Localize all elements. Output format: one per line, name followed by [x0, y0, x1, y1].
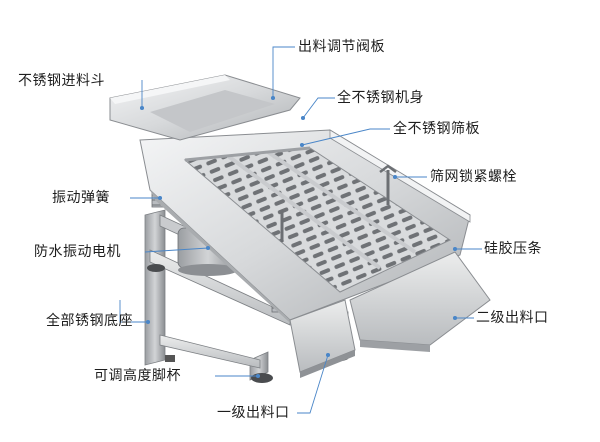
second-outlet-chute	[349, 251, 491, 352]
label-outlet-1: 一级出料口	[217, 405, 290, 421]
label-lock-bolt: 筛网锁紧螺栓	[430, 169, 517, 185]
leader-motor	[144, 247, 209, 253]
leader-base	[119, 300, 148, 323]
label-base: 全部锈钢底座	[46, 313, 133, 329]
label-spring: 振动弹簧	[52, 190, 110, 206]
lock-bolts	[280, 164, 397, 242]
label-body: 全不锈钢机身	[337, 90, 424, 106]
leader-lines	[119, 46, 482, 414]
leader-valve-plate	[272, 46, 295, 98]
leader-body	[302, 97, 335, 119]
feed-hopper	[109, 74, 301, 141]
first-outlet	[289, 299, 356, 378]
label-motor: 防水振动电机	[34, 244, 121, 260]
label-feet: 可调高度脚杯	[94, 368, 181, 384]
label-valve-plate: 出料调节阀板	[298, 39, 385, 55]
leader-screen-plate	[301, 128, 390, 146]
label-hopper: 不锈钢进料斗	[18, 73, 105, 89]
label-screen-plate: 全不锈钢筛板	[393, 121, 480, 137]
label-seal-strip: 硅胶压条	[484, 241, 542, 257]
screen-plate	[183, 146, 452, 293]
leader-outlet-1	[297, 354, 329, 414]
label-outlet-2: 二级出料口	[476, 310, 549, 326]
